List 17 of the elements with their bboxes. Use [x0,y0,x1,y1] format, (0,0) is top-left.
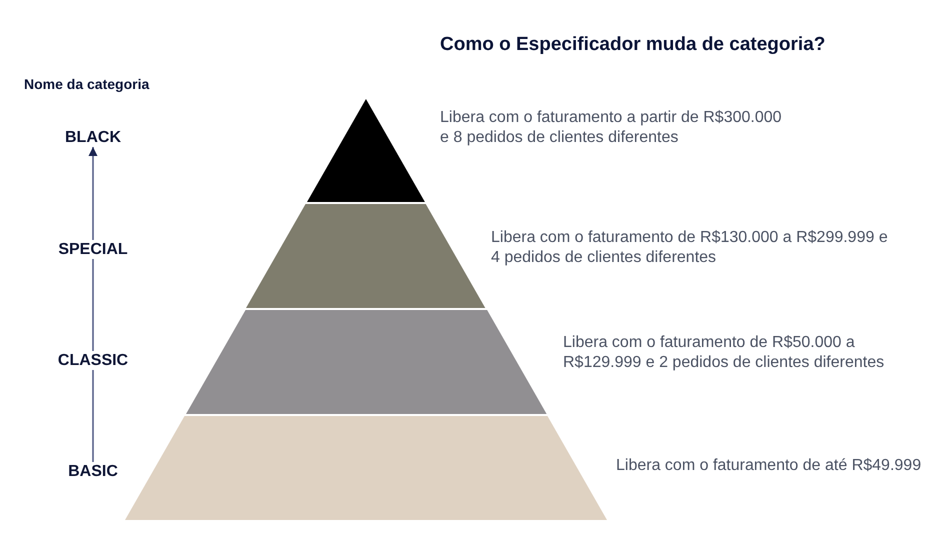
tier-description: Libera com o faturamento de até R$49.999 [616,456,922,476]
tier-description: Libera com o faturamento de R$50.000 a R$129.999 e 2 pedidos de clientes diferentes [563,333,886,373]
column-heading: Nome da categoria [24,76,150,93]
connector-line [92,259,94,351]
category-name: BASIC [68,462,118,481]
category-name: BLACK [65,128,121,147]
arrow [88,147,98,240]
connector-line [92,370,94,462]
tier-description: Libera com o faturamento de R$130.000 a R$299.999 e 4 pedidos de clientes diferentes [491,228,889,268]
pyramid-tier [246,204,486,308]
pyramid-tier [125,416,607,520]
diagram-title: Como o Especificador muda de categoria? [440,34,826,56]
tier-description: Libera com o faturamento a partir de R$300.000 e 8 pedidos de clientes diferentes [440,108,783,148]
pyramid-apex-triangle [307,99,425,202]
category-name: CLASSIC [58,351,128,370]
category-name: SPECIAL [58,240,128,259]
pyramid-tier [186,310,546,414]
